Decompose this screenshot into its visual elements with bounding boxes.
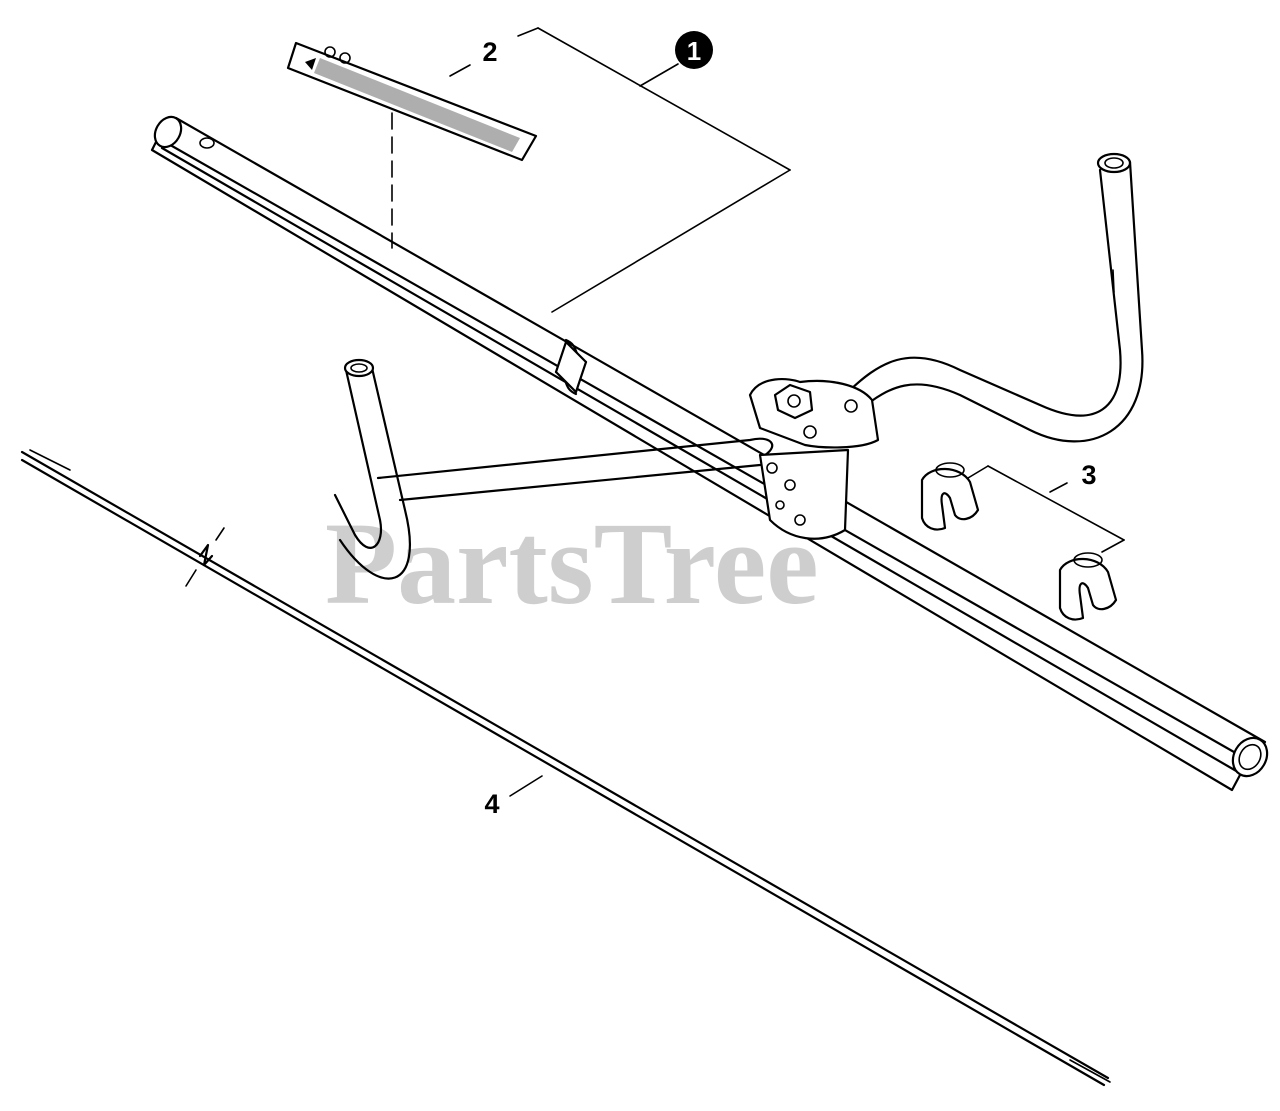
callout-leaders	[185, 27, 1125, 797]
callout-1-label: 1	[687, 36, 701, 66]
cable-clip-upper	[920, 462, 980, 531]
callout-1[interactable]: 1	[675, 31, 713, 69]
callout-2-label[interactable]: 2	[482, 37, 497, 67]
main-shaft-tube	[150, 115, 1269, 792]
handle-bar	[843, 152, 1144, 443]
callout-4-label[interactable]: 4	[484, 789, 499, 819]
watermark: PartsTree	[325, 498, 819, 629]
drive-shaft	[20, 449, 1111, 1087]
front-handle	[333, 358, 774, 580]
warning-decal	[286, 41, 538, 162]
callout-3-label[interactable]: 3	[1081, 460, 1096, 490]
cable-clip-lower	[1058, 552, 1118, 621]
handle-clamp	[748, 377, 880, 540]
